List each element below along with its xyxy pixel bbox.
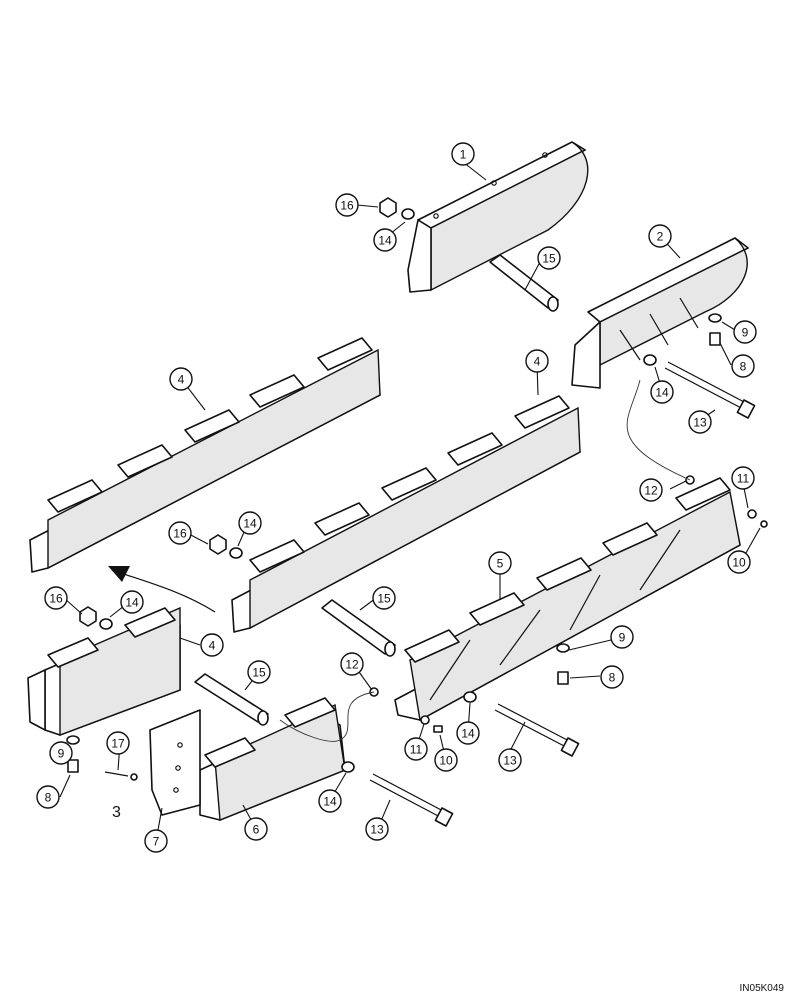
part-5-block bbox=[27, 606, 181, 737]
callout-label: 8 bbox=[45, 791, 52, 805]
callout-label: 16 bbox=[340, 199, 354, 213]
callout-14: 14 bbox=[238, 511, 262, 535]
part-4-bar-left bbox=[29, 337, 381, 573]
callout-15: 15 bbox=[537, 246, 561, 270]
callout-label: 14 bbox=[378, 234, 392, 248]
callout-label: 8 bbox=[740, 360, 747, 374]
leader-lines bbox=[59, 161, 761, 842]
callout-14: 14 bbox=[373, 228, 397, 252]
callout-label: 5 bbox=[497, 557, 504, 571]
callout-9: 9 bbox=[49, 741, 73, 765]
callout-label: 13 bbox=[503, 754, 517, 768]
callout-label: 14 bbox=[243, 517, 257, 531]
part-1-rail bbox=[407, 141, 589, 293]
part-6-block bbox=[199, 697, 346, 822]
callout-label: 13 bbox=[693, 416, 707, 430]
callout-14: 14 bbox=[120, 590, 144, 614]
callout-label: 2 bbox=[657, 230, 664, 244]
callout-14: 14 bbox=[318, 789, 342, 813]
callout-label: 15 bbox=[542, 252, 556, 266]
callout-2: 2 bbox=[648, 224, 672, 248]
callout-label: 7 bbox=[153, 835, 160, 849]
callout-label: 16 bbox=[173, 527, 187, 541]
callout-11: 11 bbox=[404, 737, 428, 761]
callout-11: 11 bbox=[731, 466, 755, 490]
reference-number: 3 bbox=[112, 804, 121, 821]
callout-8: 8 bbox=[600, 665, 624, 689]
callout-label: 15 bbox=[377, 592, 391, 606]
callout-17: 17 bbox=[106, 731, 130, 755]
part-4-bar-right bbox=[394, 477, 741, 722]
callout-15: 15 bbox=[372, 586, 396, 610]
callout-label: 14 bbox=[125, 596, 139, 610]
callout-14: 14 bbox=[650, 380, 674, 404]
callout-14: 14 bbox=[456, 721, 480, 745]
part-2-rail bbox=[571, 237, 750, 389]
wire-lines bbox=[279, 379, 691, 742]
callout-5: 5 bbox=[488, 551, 512, 575]
callout-1: 1 bbox=[451, 142, 475, 166]
callout-13: 13 bbox=[365, 817, 389, 841]
callout-4: 4 bbox=[200, 633, 224, 657]
callout-8: 8 bbox=[731, 354, 755, 378]
callout-12: 12 bbox=[639, 478, 663, 502]
callout-label: 1 bbox=[460, 148, 467, 162]
callout-label: 11 bbox=[410, 743, 423, 757]
callout-6: 6 bbox=[244, 817, 268, 841]
pin-15 bbox=[194, 254, 559, 726]
callout-label: 8 bbox=[609, 671, 616, 685]
callout-16: 16 bbox=[335, 193, 359, 217]
callout-label: 9 bbox=[619, 631, 626, 645]
callout-9: 9 bbox=[733, 320, 757, 344]
callout-12: 12 bbox=[340, 652, 364, 676]
callout-label: 12 bbox=[644, 484, 658, 498]
callout-label: 15 bbox=[252, 666, 266, 680]
callout-label: 9 bbox=[742, 326, 749, 340]
callout-label: 12 bbox=[345, 658, 359, 672]
callout-7: 7 bbox=[144, 829, 168, 853]
callout-label: 10 bbox=[439, 754, 453, 768]
flow-arrow bbox=[108, 566, 216, 613]
callout-label: 4 bbox=[178, 373, 185, 387]
callout-10: 10 bbox=[727, 550, 751, 574]
callout-15: 15 bbox=[247, 660, 271, 684]
callout-label: 17 bbox=[111, 737, 125, 751]
callout-10: 10 bbox=[434, 748, 458, 772]
bolt-13 bbox=[369, 361, 756, 827]
callout-label: 11 bbox=[737, 472, 750, 486]
callout-label: 16 bbox=[49, 592, 63, 606]
part-4-bar-middle bbox=[231, 395, 581, 633]
figure-id: IN05K049 bbox=[739, 983, 784, 994]
callout-label: 4 bbox=[209, 639, 216, 653]
callout-16: 16 bbox=[168, 521, 192, 545]
part-7-plate bbox=[149, 709, 201, 816]
callout-8: 8 bbox=[36, 785, 60, 809]
callout-label: 14 bbox=[655, 386, 669, 400]
callout-13: 13 bbox=[498, 748, 522, 772]
callout-label: 13 bbox=[370, 823, 384, 837]
callout-label: 10 bbox=[732, 556, 746, 570]
callout-16: 16 bbox=[44, 586, 68, 610]
callout-4: 4 bbox=[525, 349, 549, 373]
callout-label: 14 bbox=[461, 727, 475, 741]
callout-9: 9 bbox=[610, 625, 634, 649]
callout-label: 9 bbox=[58, 747, 65, 761]
callout-label: 4 bbox=[534, 355, 541, 369]
callout-label: 6 bbox=[253, 823, 260, 837]
callout-4: 4 bbox=[169, 367, 193, 391]
hardware bbox=[66, 197, 768, 781]
callout-label: 14 bbox=[323, 795, 337, 809]
callout-13: 13 bbox=[688, 410, 712, 434]
